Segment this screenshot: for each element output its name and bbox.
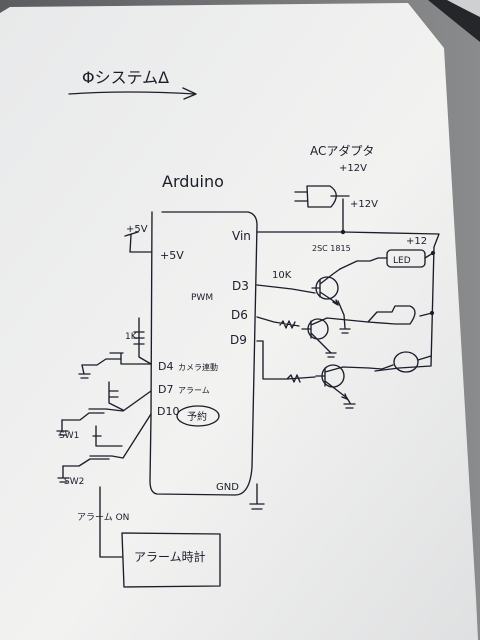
gnd-switch-2 (56, 419, 69, 436)
d6-resistor (256, 316, 300, 329)
d4-label: D4 (158, 360, 173, 373)
arduino-name: Arduino (162, 172, 224, 191)
alarm-on-label: アラーム ON (77, 512, 129, 523)
transistor-3-pins (315, 366, 370, 400)
led-block-2 (367, 305, 433, 325)
resistor-1k-label: 1K (125, 332, 138, 342)
vin-label: Vin (232, 229, 251, 243)
title-arrow-icon (182, 87, 197, 100)
left-5v-wire (124, 231, 152, 253)
gnd-transistor-3 (343, 397, 356, 409)
plus-12-rail (342, 231, 440, 372)
d9-resistor (256, 340, 316, 383)
ac-adapter-voltage: +12V (339, 163, 367, 174)
gnd-label: GND (216, 482, 239, 493)
ground-symbols (56, 300, 356, 510)
gnd-switch-3 (57, 465, 70, 483)
plus-12-label: +12 (406, 236, 427, 247)
alarm-output-wire (99, 486, 123, 558)
alarm-clock-box (121, 532, 221, 588)
alarm-clock: アラーム時計 (121, 532, 221, 588)
arduino-board: Arduino Vin +5V D3 D6 D9 PWM D4 カメラ連動 D7… (149, 172, 258, 496)
pwm-label: PWM (191, 293, 213, 303)
transistor-network: 10K 2SC 1815 (256, 244, 370, 400)
transistor-1-pins (311, 268, 341, 306)
left-5v-label: +5V (126, 224, 148, 235)
transistor-model-label: 2SC 1815 (312, 244, 351, 253)
d10-note-text: 予約 (187, 410, 207, 423)
d10-label: D10 (157, 405, 179, 418)
corner-object (428, 0, 480, 42)
led-3-wire (368, 355, 432, 370)
resistor-10k-label: 10K (272, 270, 292, 281)
d6-label: D6 (231, 308, 248, 322)
board-5v-label: +5V (160, 249, 184, 262)
led-outputs: +12 LED (339, 231, 440, 373)
d4-switch (81, 352, 152, 366)
d10-note-bubble (176, 405, 220, 427)
ac-adapter-label: ACアダプタ (310, 143, 374, 158)
gnd-board-symbol (249, 483, 265, 510)
circuit-diagram: ΦシステムΔ Arduino Vin +5V D3 D6 D9 PWM D4 カ… (56, 68, 440, 588)
d7-function-label: アラーム (178, 386, 210, 395)
alarm-clock-label: アラーム時計 (134, 549, 206, 564)
d4-pullup (133, 317, 152, 365)
gnd-transistor-2 (324, 346, 337, 358)
ac-adapter-symbol (294, 185, 350, 208)
paper-surface (0, 3, 478, 640)
led-block-3 (393, 351, 419, 373)
transistor-2-pins (301, 317, 369, 348)
title-underline (68, 91, 196, 95)
adapter-output-label: +12V (350, 199, 378, 210)
left-power-rail: +5V (124, 224, 152, 253)
d4-function-label: カメラ連動 (178, 362, 218, 372)
arduino-outline (149, 211, 258, 496)
gnd-switch-1 (78, 364, 91, 379)
d7-pullup (108, 381, 124, 411)
d7-label: D7 (158, 383, 173, 396)
d10-pullup (92, 425, 123, 447)
d10-switch (62, 413, 152, 467)
led-label: LED (393, 256, 411, 266)
d3-base-wire (256, 284, 316, 294)
corner-highlight (447, 0, 480, 17)
d7-switch (61, 390, 152, 421)
d3-label: D3 (232, 279, 249, 293)
title-area: ΦシステムΔ (68, 68, 197, 100)
d9-label: D9 (230, 333, 247, 347)
title-text: ΦシステムΔ (82, 68, 169, 87)
gnd-transistor-1 (337, 300, 351, 334)
led-1-wire (339, 252, 434, 270)
sw1-label: SW1 (59, 431, 79, 441)
sw2-label: SW2 (64, 477, 84, 487)
switch-inputs: 1K SW1 SW2 アラーム ON (59, 317, 152, 558)
